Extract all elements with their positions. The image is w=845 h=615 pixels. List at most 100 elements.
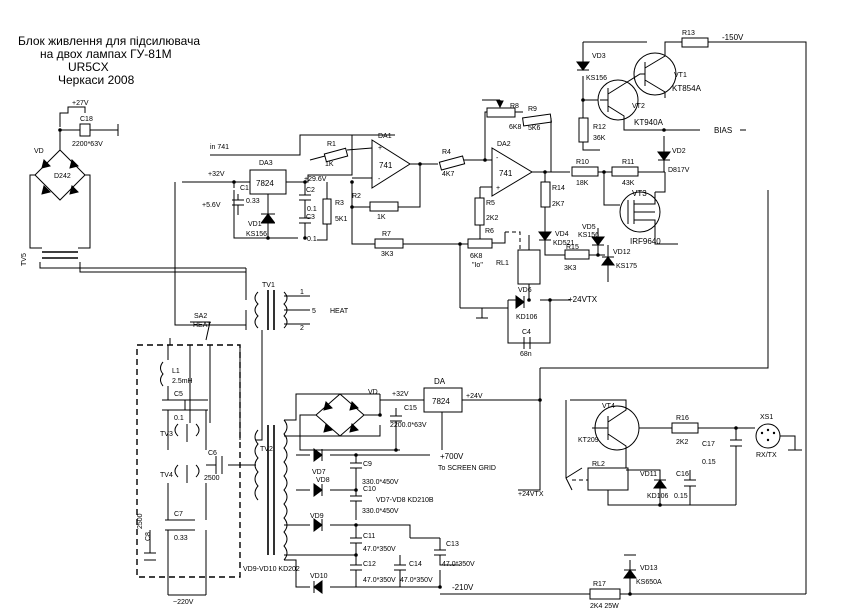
r4-resistor bbox=[438, 155, 466, 171]
vd11-label: VD11 bbox=[640, 471, 657, 478]
rxtx-label: RX/TX bbox=[756, 452, 777, 459]
c14-value: 47.0*350V bbox=[400, 577, 433, 584]
rl2-relay-coil bbox=[587, 467, 629, 491]
c8-value: 2500 bbox=[137, 513, 144, 529]
vt4-value: KT209 bbox=[578, 437, 599, 444]
heat-pin-2: 2 bbox=[300, 325, 304, 332]
r13-resistor bbox=[681, 37, 709, 48]
vd4-label: VD4 bbox=[555, 231, 569, 238]
c18-capacitor bbox=[79, 123, 91, 137]
r15-resistor bbox=[564, 249, 590, 260]
r14-value: 2K7 bbox=[552, 201, 565, 208]
da1-opamp bbox=[371, 139, 411, 189]
vd-bridge-label: VD bbox=[34, 148, 44, 155]
r14-resistor bbox=[540, 181, 551, 208]
current-sense-section: R14 2K7 VD4 KD521 R15 3K3 VD5 KS156 VD12… bbox=[538, 172, 637, 282]
vd6-label: VD6 bbox=[518, 287, 532, 294]
r16-label: R16 bbox=[676, 415, 689, 422]
plus-24v-supply-section: VD C15 2200.0*63V +32V DA 7824 +24V bbox=[299, 377, 540, 451]
minus-220v-label: ~220V bbox=[173, 599, 194, 606]
r17-label: R17 bbox=[593, 581, 606, 588]
c1-value: 0.33 bbox=[246, 198, 260, 205]
vd10-diode bbox=[313, 580, 323, 594]
r5-value: 2K2 bbox=[486, 215, 499, 222]
r5-label: R5 bbox=[486, 200, 495, 207]
r15-value: 3K3 bbox=[564, 265, 577, 272]
da1-label: DA1 bbox=[378, 133, 392, 140]
tv2-label: TV2 bbox=[260, 446, 273, 453]
tv1-heater-section: TV1 1 5 2 HEAT SA2 HEAT bbox=[169, 268, 349, 345]
in-741-label: in 741 bbox=[210, 144, 229, 151]
r11-resistor bbox=[611, 166, 639, 177]
c10-value: 330.0*450V bbox=[362, 508, 399, 515]
vd13-label: VD13 bbox=[640, 565, 658, 572]
r10-resistor bbox=[571, 166, 599, 177]
c9-label: C9 bbox=[363, 461, 372, 468]
r3-value: 5K1 bbox=[335, 216, 348, 223]
c18-label: C18 bbox=[80, 116, 93, 123]
da2-opamp-section: R8 6K8 R9 5K6 - + 741 DA2 R5 2K2 R6 6K8 … bbox=[352, 99, 570, 308]
vd7-vd8-note: VD7-VD8 KD210B bbox=[376, 497, 434, 504]
r4-value: 4K7 bbox=[442, 171, 455, 178]
c18-value: 2200*63V bbox=[72, 141, 103, 148]
r12-value: 36K bbox=[593, 135, 606, 142]
vd3-zener bbox=[576, 61, 590, 71]
r9-label: R9 bbox=[528, 106, 537, 113]
vd6-value: KD106 bbox=[516, 314, 538, 321]
r12-resistor bbox=[578, 117, 589, 143]
r5-resistor bbox=[474, 197, 485, 226]
vd3-value: KS156 bbox=[586, 75, 607, 82]
vd5-value: KS156 bbox=[578, 232, 599, 239]
da2-value: 741 bbox=[499, 169, 513, 178]
r16-resistor bbox=[671, 422, 699, 434]
vt3-value: IRF9640 bbox=[630, 237, 661, 246]
vd9-label: VD9 bbox=[310, 513, 324, 520]
heat-pin-1: 1 bbox=[300, 289, 304, 296]
r6-value: 6K8 bbox=[470, 253, 483, 260]
plus-5v6-label: +5.6V bbox=[202, 202, 221, 209]
vd12-value: KS175 bbox=[616, 263, 637, 270]
tv1-label: TV1 bbox=[262, 282, 275, 289]
vd10-label: VD10 bbox=[310, 573, 328, 580]
r6-io-label: "Io" bbox=[472, 262, 483, 269]
input-bridge-section: +27V C18 2200*63V VD D242 TV5 bbox=[21, 100, 246, 273]
r12-label: R12 bbox=[593, 124, 606, 131]
plus-24vtx-bottom-label: +24VTX bbox=[518, 491, 544, 498]
c15-label: C15 bbox=[404, 405, 417, 412]
tv3-label: TV3 bbox=[160, 431, 173, 438]
c3-value: 0.1 bbox=[307, 236, 317, 243]
c10-label: C10 bbox=[363, 486, 376, 493]
plus-700v-label: +700V bbox=[440, 452, 464, 461]
tv4-label: TV4 bbox=[160, 472, 173, 479]
junction-dots bbox=[58, 98, 738, 596]
vd1-value: KS156 bbox=[246, 231, 267, 238]
r9-value: 5K6 bbox=[528, 125, 541, 132]
r6-potentiometer bbox=[467, 238, 493, 249]
heat-label: HEAT bbox=[330, 308, 349, 315]
vd4-value: KD521 bbox=[553, 240, 575, 247]
filter-enclosure bbox=[136, 344, 241, 578]
r14-label: R14 bbox=[552, 185, 565, 192]
vd9-diode bbox=[313, 518, 323, 532]
r1-value: 1K bbox=[325, 161, 334, 168]
c13-label: C13 bbox=[446, 541, 459, 548]
d242-label: D242 bbox=[54, 173, 71, 180]
vd11-value: KD106 bbox=[647, 493, 669, 500]
c16-label: C16 bbox=[676, 471, 689, 478]
r15-label: R15 bbox=[566, 244, 579, 251]
xs1-label: XS1 bbox=[760, 414, 773, 421]
vt2-label: VT2 bbox=[632, 103, 645, 110]
rl2-label: RL2 bbox=[592, 461, 605, 468]
sa2-label: SA2 bbox=[194, 313, 207, 320]
c3-label: C3 bbox=[306, 214, 315, 221]
plus-32v-b-label: +32V bbox=[392, 391, 409, 398]
bias-regulator-section: R10 18K R11 43K VT3 IRF9640 VD2 D817V bbox=[571, 136, 690, 246]
vt2-value: KT940A bbox=[634, 118, 664, 127]
vd5-label: VD5 bbox=[582, 224, 596, 231]
r7-value: 3K3 bbox=[381, 251, 394, 258]
da3-7824 bbox=[249, 169, 287, 195]
r1-resistor bbox=[323, 147, 349, 163]
screen-grid-label: To SCREEN GRID bbox=[438, 465, 496, 472]
heat-pin-5: 5 bbox=[312, 308, 316, 315]
